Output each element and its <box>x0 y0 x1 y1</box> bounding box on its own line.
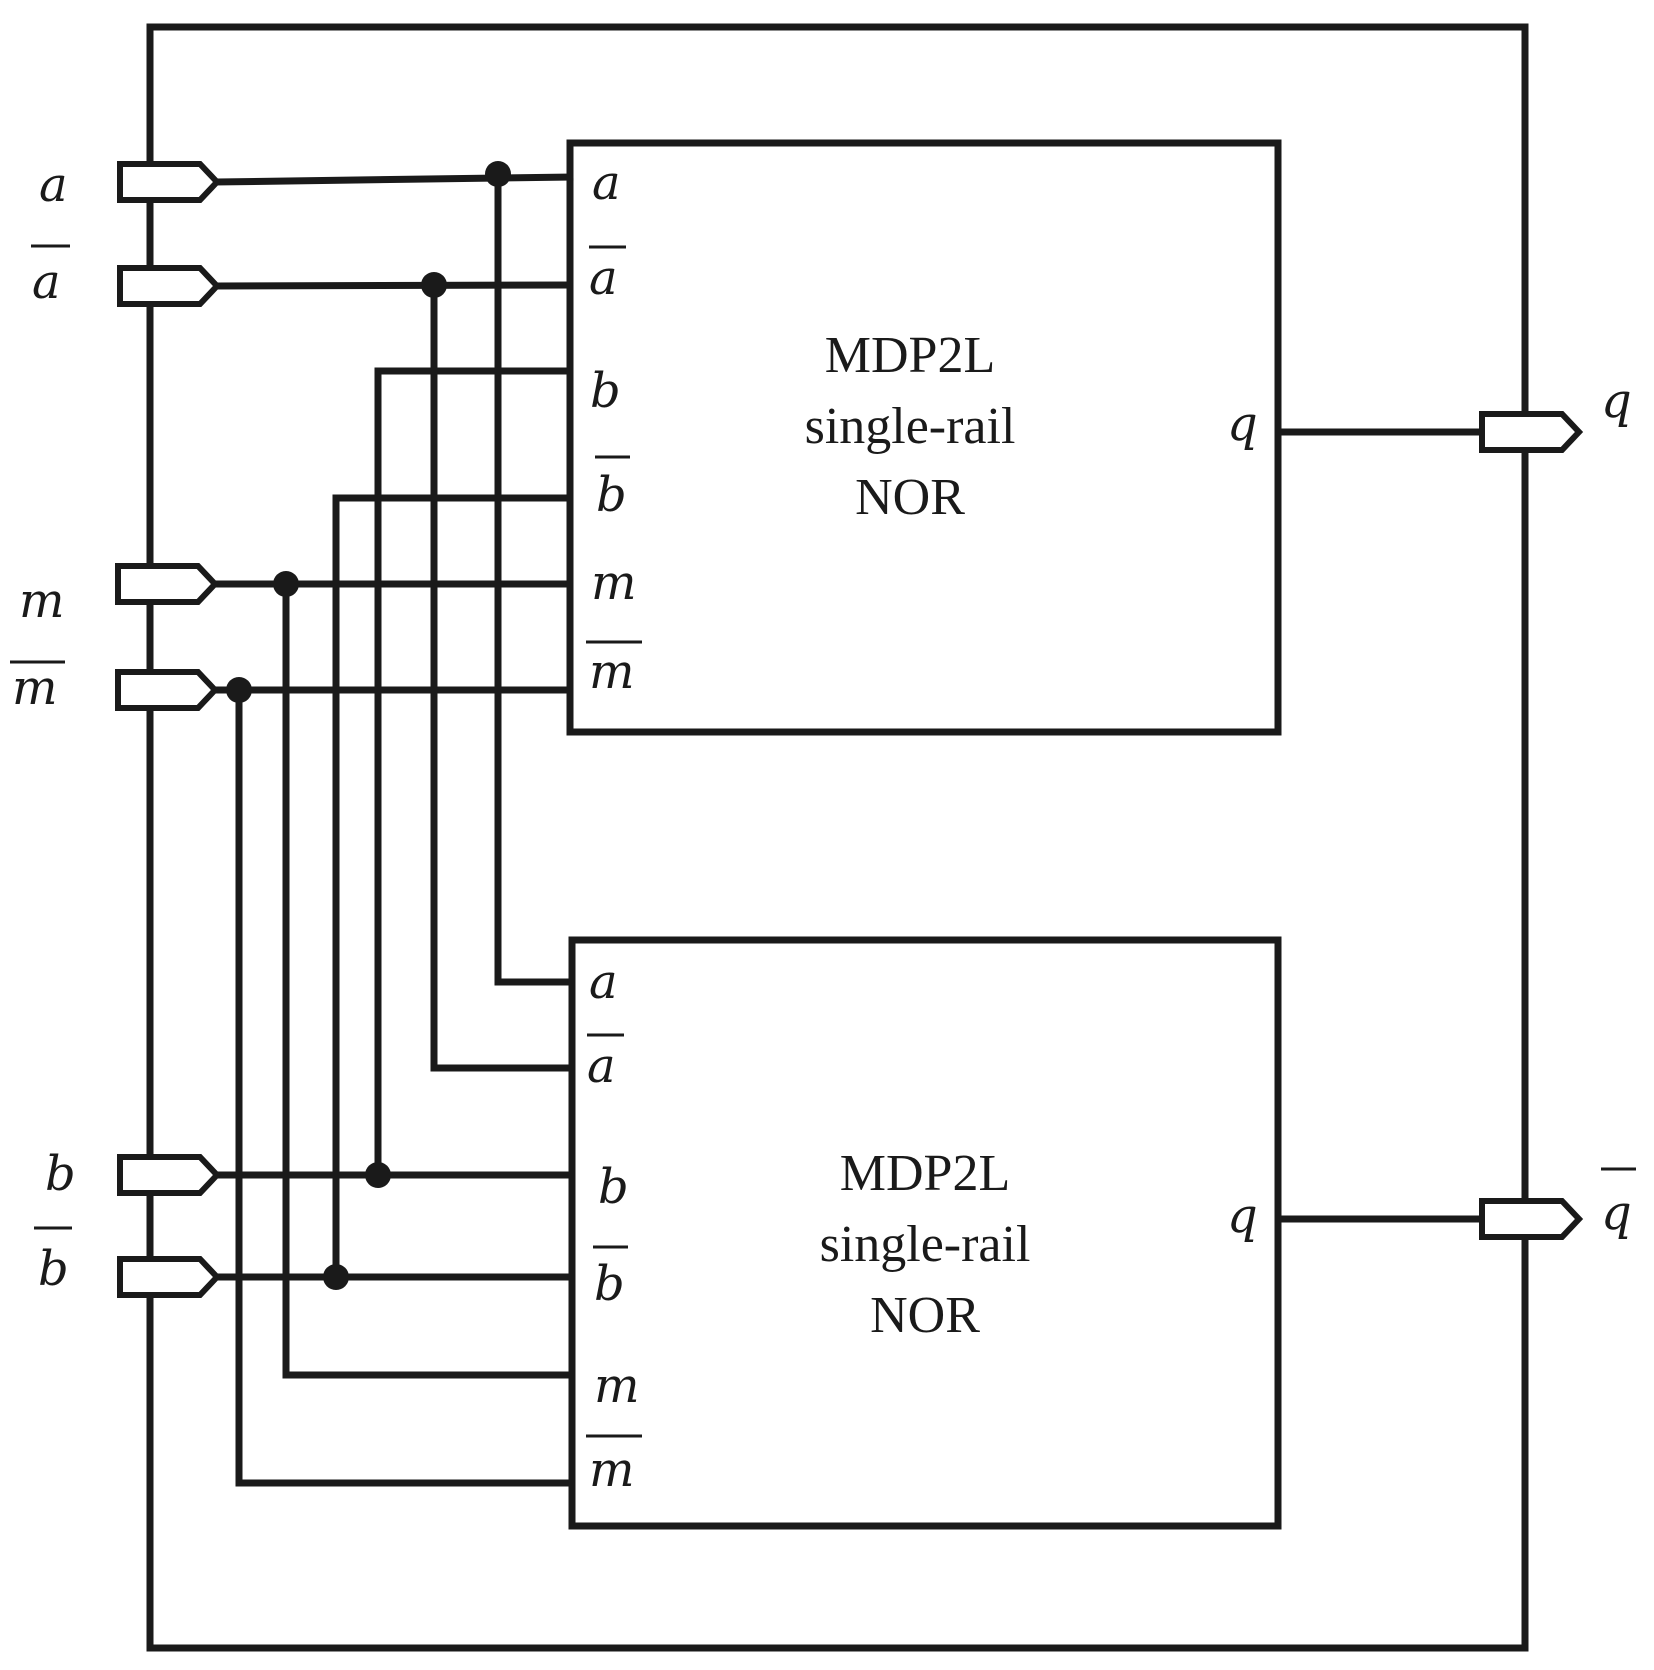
input-port-a <box>117 161 222 203</box>
block-2-pin-a: a <box>589 954 618 1010</box>
block-2-title-line-2: single-rail <box>820 1216 1031 1273</box>
cross-connection-wires <box>235 168 576 1487</box>
block-1-title-line-1: MDP2L <box>825 327 995 384</box>
input-port-b <box>117 1154 222 1196</box>
block-2-pin-m-bar: m <box>589 1442 635 1498</box>
output-ports <box>1479 411 1584 1240</box>
block-2-title-line-1: MDP2L <box>840 1145 1010 1202</box>
block-1-pin-m: m <box>591 555 637 611</box>
external-input-a: a <box>39 157 68 213</box>
external-output-q: q <box>1601 373 1632 429</box>
outer-bus-frame <box>146 23 1529 1652</box>
block-1-title-line-2: single-rail <box>805 398 1016 455</box>
output-port-q-bar <box>1479 1198 1584 1240</box>
block-1-pin-b-bar: b <box>596 467 627 523</box>
external-input-a-bar: a <box>32 254 61 310</box>
external-input-b-bar: b <box>38 1241 69 1297</box>
block-2-output-q: q <box>1227 1188 1258 1244</box>
block-1-pin-a: a <box>592 155 621 211</box>
block-1-pin-a-bar: a <box>589 250 618 306</box>
input-port-a-bar <box>117 265 222 307</box>
block-1-pin-b: b <box>590 363 621 419</box>
block-2-input-wires <box>213 1171 576 1281</box>
block-1-pin-m-bar: m <box>589 644 635 700</box>
block-2-pin-b-bar: b <box>594 1256 625 1312</box>
nor-block-2 <box>568 936 1282 1530</box>
external-input-m: m <box>19 573 65 629</box>
junction-dots <box>226 161 511 1290</box>
block-1-output-q: q <box>1227 396 1258 452</box>
external-input-m-bar: m <box>12 660 58 716</box>
block-1-input-wires <box>213 173 574 1281</box>
block-2-pin-a-bar: a <box>587 1038 616 1094</box>
block-1-title-line-3: NOR <box>855 469 965 526</box>
output-port-q <box>1479 411 1584 453</box>
input-port-m <box>115 563 220 605</box>
input-port-m-bar <box>115 669 220 711</box>
input-port-b-bar <box>117 1256 222 1298</box>
external-input-b: b <box>45 1146 76 1202</box>
block-2-title-line-3: NOR <box>870 1287 980 1344</box>
block-2-pin-b: b <box>598 1159 629 1215</box>
input-ports <box>115 161 222 1298</box>
nor-block-1 <box>566 139 1282 736</box>
external-output-q-bar: q <box>1601 1185 1632 1241</box>
block-2-pin-m: m <box>594 1358 640 1414</box>
